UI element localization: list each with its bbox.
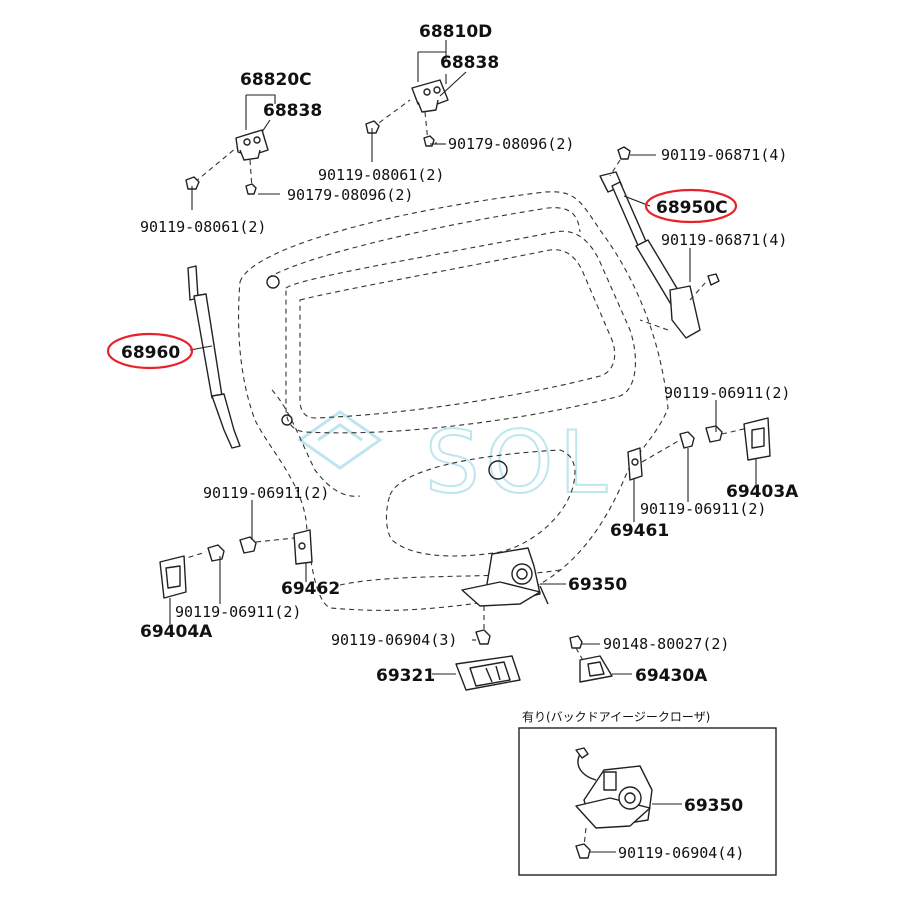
leader-lines bbox=[169, 40, 757, 675]
highlight-68950c bbox=[644, 188, 738, 224]
label-90119-08061-mid: 90119-08061(2) bbox=[318, 166, 444, 184]
hinge-left bbox=[185, 129, 269, 195]
label-69462: 69462 bbox=[281, 579, 340, 599]
back-door-switch bbox=[455, 655, 521, 691]
label-90148-80027: 90148-80027(2) bbox=[603, 635, 729, 653]
label-90119-08061-left: 90119-08061(2) bbox=[140, 218, 266, 236]
inset-box: 有り(バックドアイージークローザ) 69350 90119-06904(4) bbox=[518, 710, 777, 876]
label-90119-06871-top: 90119-06871(4) bbox=[661, 146, 787, 164]
label-90179-08096-top: 90179-08096(2) bbox=[448, 135, 574, 153]
label-68950c: 68950C bbox=[656, 198, 728, 218]
part-labels: 68810D 68838 68820C 68838 90179-08096(2)… bbox=[121, 22, 799, 686]
back-door bbox=[237, 191, 669, 611]
label-68810d: 68810D bbox=[419, 22, 492, 42]
label-90179-08096-left: 90179-08096(2) bbox=[287, 186, 413, 204]
label-69350: 69350 bbox=[568, 575, 627, 595]
striker-right bbox=[627, 417, 771, 481]
striker-left bbox=[159, 529, 313, 599]
inset-label-69350: 69350 bbox=[684, 796, 743, 816]
label-69321: 69321 bbox=[376, 666, 435, 686]
label-90119-06904: 90119-06904(3) bbox=[331, 631, 457, 649]
label-69461: 69461 bbox=[610, 521, 669, 541]
hinge-right bbox=[365, 79, 449, 147]
label-69404a: 69404A bbox=[140, 622, 213, 642]
label-90119-06911-left-bottom: 90119-06911(2) bbox=[175, 603, 301, 621]
lower-striker bbox=[569, 635, 613, 683]
label-90119-06871-mid: 90119-06871(4) bbox=[661, 231, 787, 249]
lock-assembly bbox=[461, 547, 549, 645]
label-69430a: 69430A bbox=[635, 666, 708, 686]
label-90119-06911-right-bottom: 90119-06911(2) bbox=[640, 500, 766, 518]
label-68838-left: 68838 bbox=[263, 101, 322, 121]
inset-note: 有り(バックドアイージークローザ) bbox=[522, 710, 710, 724]
label-68838-top: 68838 bbox=[440, 53, 499, 73]
label-68960: 68960 bbox=[121, 343, 180, 363]
gas-strut-right bbox=[599, 146, 720, 339]
label-69403a: 69403A bbox=[726, 482, 799, 502]
label-90119-06911-right-top: 90119-06911(2) bbox=[664, 384, 790, 402]
label-90119-06911-left-top: 90119-06911(2) bbox=[203, 484, 329, 502]
highlight-68960 bbox=[106, 332, 194, 370]
label-68820c: 68820C bbox=[240, 70, 312, 90]
inset-label-90119-06904: 90119-06904(4) bbox=[618, 844, 744, 862]
gas-strut-left bbox=[187, 265, 241, 449]
